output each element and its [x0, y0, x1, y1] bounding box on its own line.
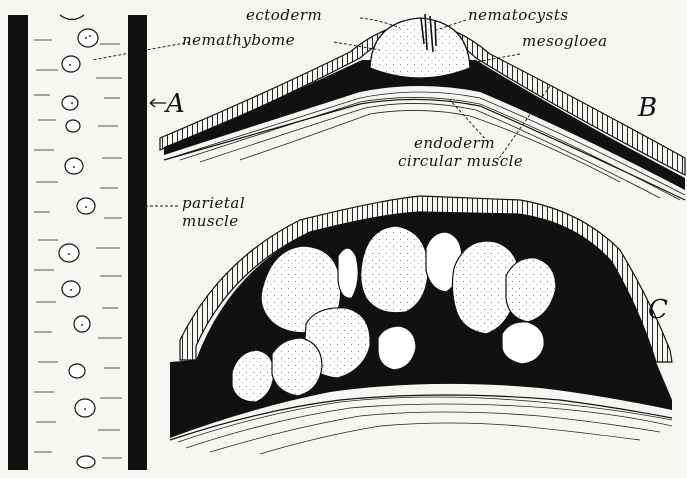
panel-a-left-muscle-band: [8, 15, 28, 470]
label-endoderm: endoderm: [414, 134, 495, 152]
panel-a-right-muscle-band: [128, 15, 147, 470]
label-circular-muscle: circular muscle: [398, 152, 523, 170]
label-nematocysts: nematocysts: [468, 6, 569, 24]
panel-letter-c: C: [648, 295, 668, 325]
panel-letter-b: B: [637, 93, 657, 123]
label-nemathybome: nemathybome: [182, 31, 295, 49]
panel-c-diagram: [170, 196, 672, 454]
panel-a-cells: [59, 29, 98, 468]
label-ectoderm: ectoderm: [246, 6, 322, 24]
panel-a-diagram: [8, 15, 166, 470]
label-parietal-muscle-line1: parietal: [182, 194, 245, 212]
panel-letter-a: A: [164, 89, 185, 119]
label-mesogloea: mesogloea: [522, 32, 608, 50]
panel-a-arrow: [150, 99, 166, 107]
label-parietal-muscle-line2: muscle: [182, 212, 239, 230]
